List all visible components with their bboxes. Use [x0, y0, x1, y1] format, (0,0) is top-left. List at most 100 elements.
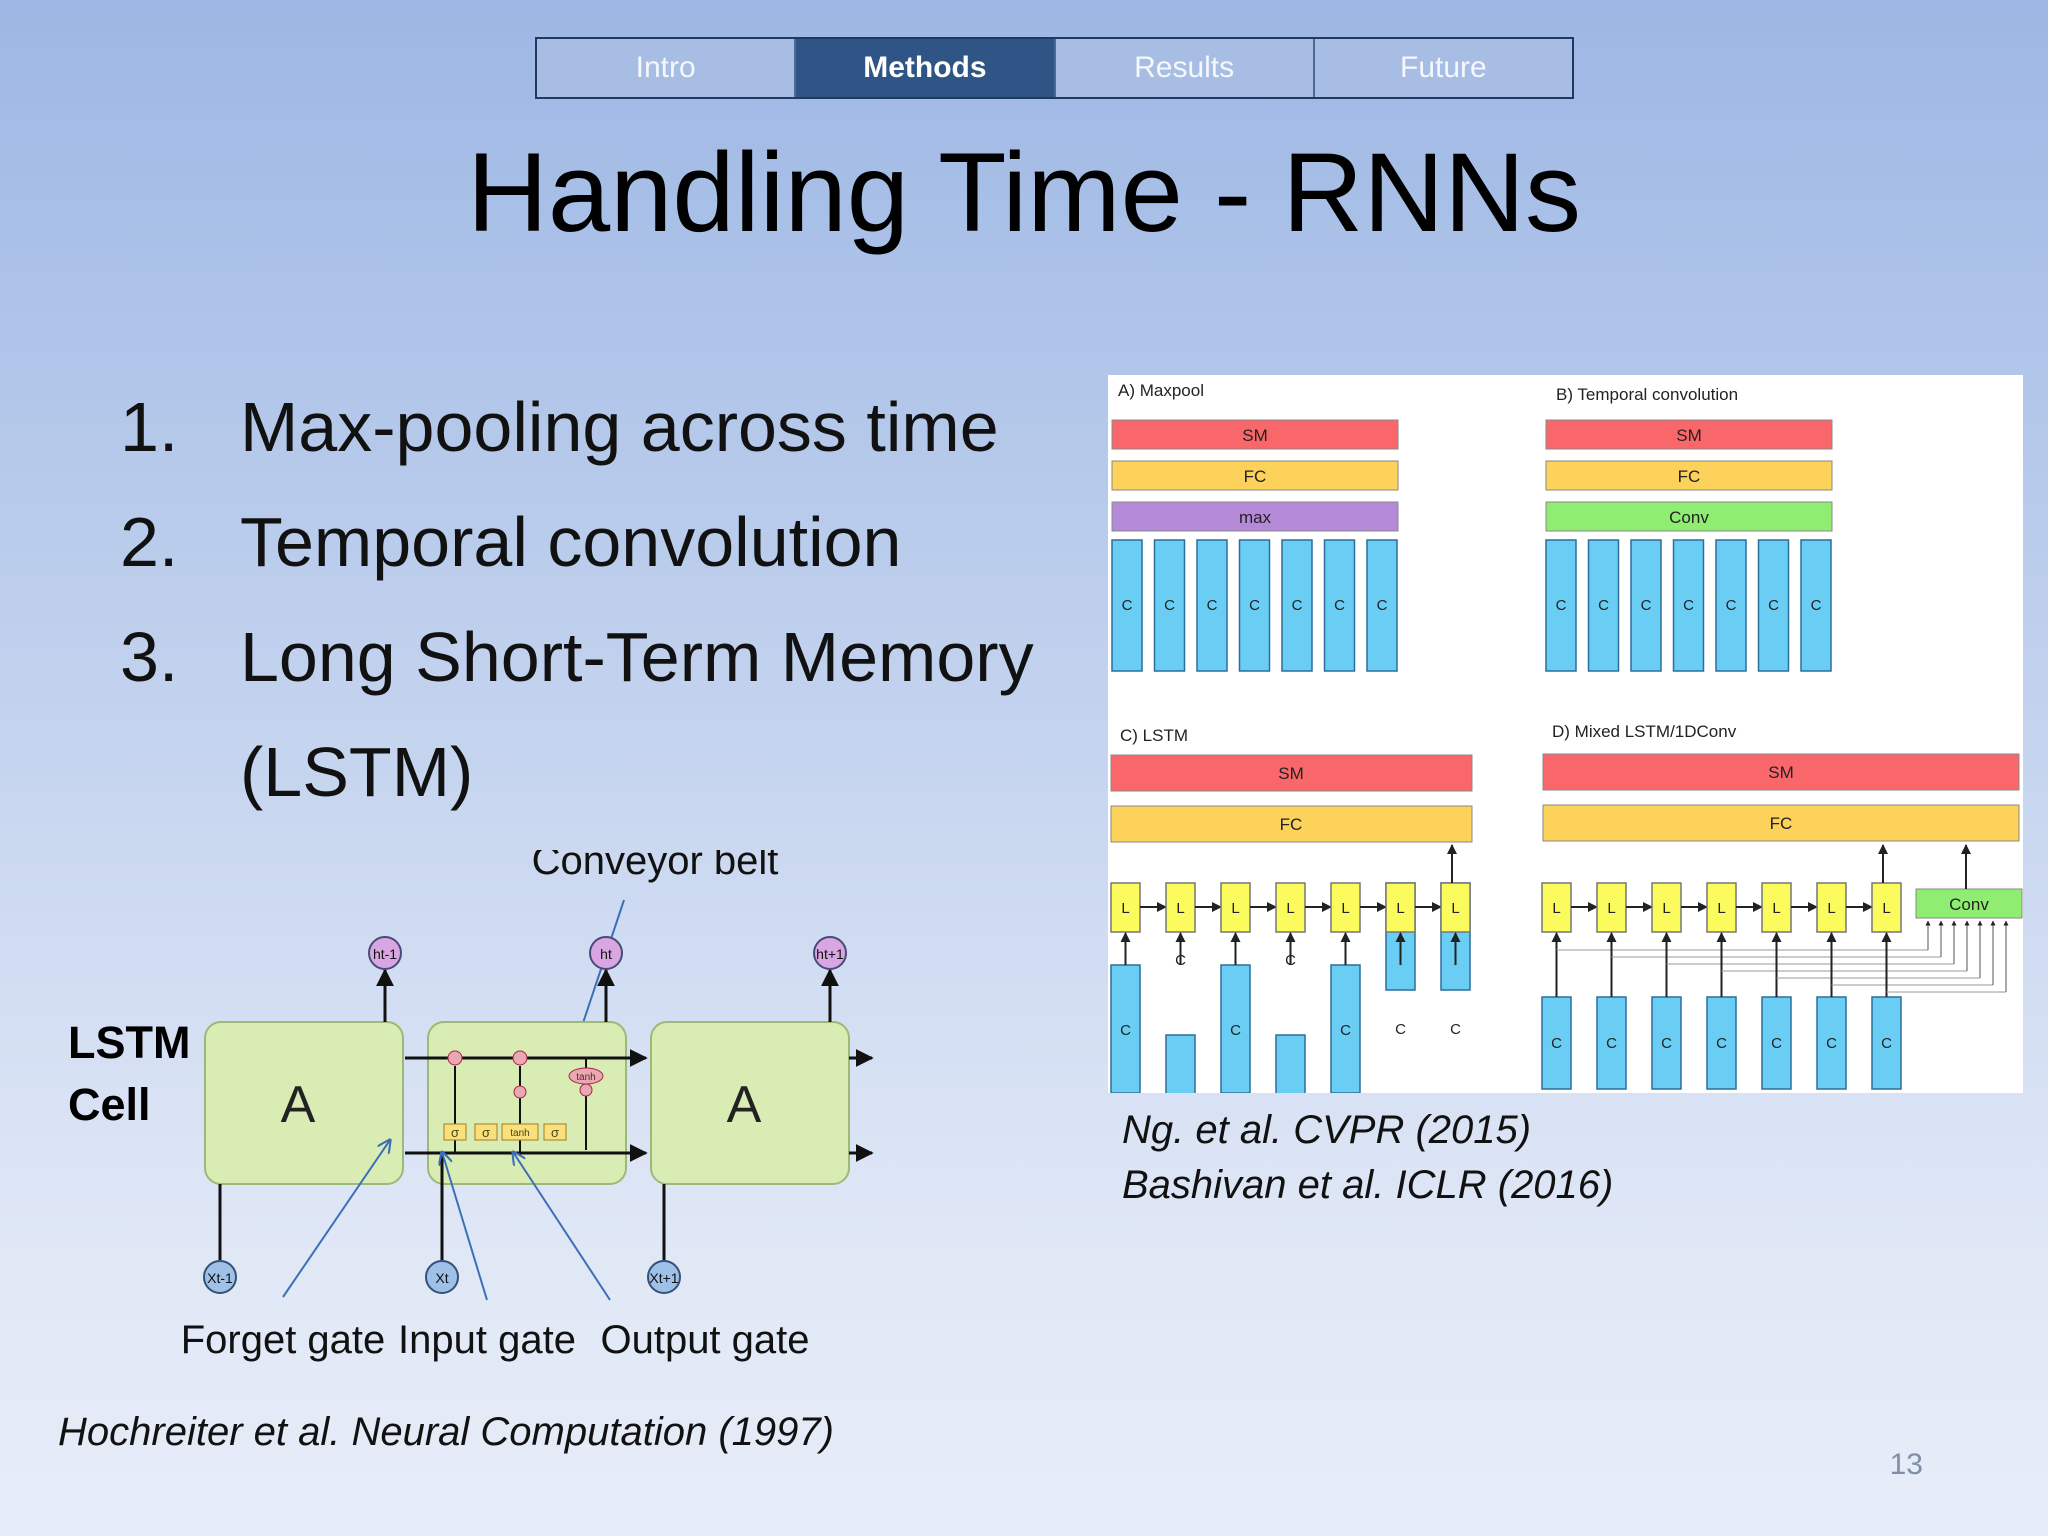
lstm-unit [1165, 882, 1196, 933]
conv-column-label: C [1598, 597, 1609, 614]
conveyor-belt-label: Conveyor belt [532, 850, 779, 883]
list-text: Temporal convolution [240, 503, 902, 581]
add-op [512, 1050, 528, 1066]
citation-bashivan: Bashivan et al. ICLR (2016) [1122, 1163, 1614, 1207]
conv-label: Conv [1669, 508, 1709, 527]
max-layer [1111, 501, 1399, 532]
conv-column [1715, 539, 1747, 672]
conv-column [1630, 539, 1662, 672]
conv-column-label: C [1726, 597, 1737, 614]
h-prev-label: ht-1 [373, 946, 397, 962]
conv-column [1672, 539, 1705, 672]
conv-column-label: C [1395, 1021, 1406, 1038]
multiply-op [513, 1085, 527, 1099]
conv-column-label: C [1122, 597, 1133, 614]
lstm-unit [1706, 882, 1737, 933]
fc-label: FC [1244, 467, 1267, 486]
h-prev-node [368, 936, 402, 970]
panel-d-title: D) Mixed LSTM/1DConv [1552, 722, 1737, 741]
conv-column-label: C [1811, 597, 1822, 614]
tab-future[interactable]: Future [1314, 39, 1572, 97]
h-cur-node [589, 936, 623, 970]
conv-column-label: C [1641, 597, 1652, 614]
panel-a-title: A) Maxpool [1118, 381, 1204, 400]
conv-column [1220, 964, 1251, 1093]
lstm-unit-label: L [1121, 900, 1129, 917]
lstm-cell-label: LSTM Cell [68, 1017, 191, 1130]
fc-label: FC [1280, 815, 1303, 834]
fc-layer [1111, 460, 1399, 491]
list-number: 3. [120, 618, 179, 696]
x-cur-node [425, 1260, 459, 1294]
conv-column-label: C [1230, 1022, 1241, 1039]
tab-intro[interactable]: Intro [537, 39, 797, 97]
sigma-label: σ [551, 1125, 559, 1140]
section-nav: Intro Methods Results Future [535, 37, 1574, 99]
conv-column-label: C [1881, 1035, 1892, 1052]
panel-b-title: B) Temporal convolution [1556, 385, 1738, 404]
conv-column [1238, 539, 1271, 672]
tanh-op [568, 1067, 604, 1085]
forget-gate-pointer [282, 1140, 390, 1298]
lstm-unit [1651, 882, 1682, 933]
conv-column-label: C [1450, 1021, 1461, 1038]
block-label: A [727, 1076, 762, 1134]
sigma-gate [443, 1123, 467, 1141]
multiply-op [447, 1050, 463, 1066]
conv-column-label: C [1340, 1022, 1351, 1039]
h-cur-label: ht [600, 946, 612, 962]
conv-column-label: C [1683, 597, 1694, 614]
conv-column-label: C [1771, 1035, 1782, 1052]
conv-column [1366, 539, 1398, 672]
list-item: 2. Temporal convolution [120, 485, 1080, 600]
sm-label: SM [1242, 426, 1268, 445]
tanh-op-label: tanh [576, 1072, 595, 1083]
conv-column [1323, 539, 1356, 672]
sm-layer [1110, 754, 1473, 792]
sm-layer [1111, 419, 1399, 450]
lstm-unit [1871, 882, 1902, 933]
lstm-unit [1110, 882, 1141, 933]
sigma-gate [543, 1123, 567, 1141]
tab-results[interactable]: Results [1055, 39, 1315, 97]
list-text: Max-pooling across time [240, 388, 999, 466]
lstm-unit [1440, 882, 1471, 933]
conv-column [1761, 996, 1792, 1090]
list-number: 1. [120, 388, 179, 466]
sigma-label: σ [451, 1125, 459, 1140]
lstm-unit-label: L [1176, 900, 1184, 917]
conv-column-label: C [1249, 597, 1260, 614]
block-body [427, 1021, 627, 1185]
block-body [650, 1021, 850, 1185]
conv-column [1281, 539, 1313, 672]
conv-column [1757, 539, 1790, 672]
conv-column [1275, 1034, 1306, 1093]
input-gate-pointer [442, 1152, 488, 1301]
list-number: 2. [120, 503, 179, 581]
sigma-gate [474, 1123, 498, 1141]
list-item: 3. Long Short-Term Memory (LSTM) [120, 600, 1080, 830]
conv-column [1165, 1034, 1196, 1093]
tanh-gate-label: tanh [510, 1128, 529, 1139]
panel-c-title: C) LSTM [1120, 726, 1188, 745]
output-gate-label: Output gate [600, 1318, 809, 1362]
conv-column-label: C [1377, 597, 1388, 614]
fc-layer [1542, 804, 2020, 842]
tab-methods[interactable]: Methods [796, 39, 1056, 97]
citation-ng: Ng. et al. CVPR (2015) [1122, 1108, 1532, 1152]
sm-layer [1545, 419, 1833, 450]
lstm-unit [1220, 882, 1251, 933]
conv-column-label: C [1120, 1022, 1131, 1039]
conv-column-label: C [1551, 1035, 1562, 1052]
conv-column-label: C [1826, 1035, 1837, 1052]
sm-layer [1542, 753, 2020, 791]
list-text: Long Short-Term Memory (LSTM) [240, 618, 1034, 811]
conv-column-label: C [1334, 597, 1345, 614]
conv-column [1111, 539, 1143, 672]
x-prev-node [203, 1260, 237, 1294]
conv-column [1651, 996, 1682, 1090]
